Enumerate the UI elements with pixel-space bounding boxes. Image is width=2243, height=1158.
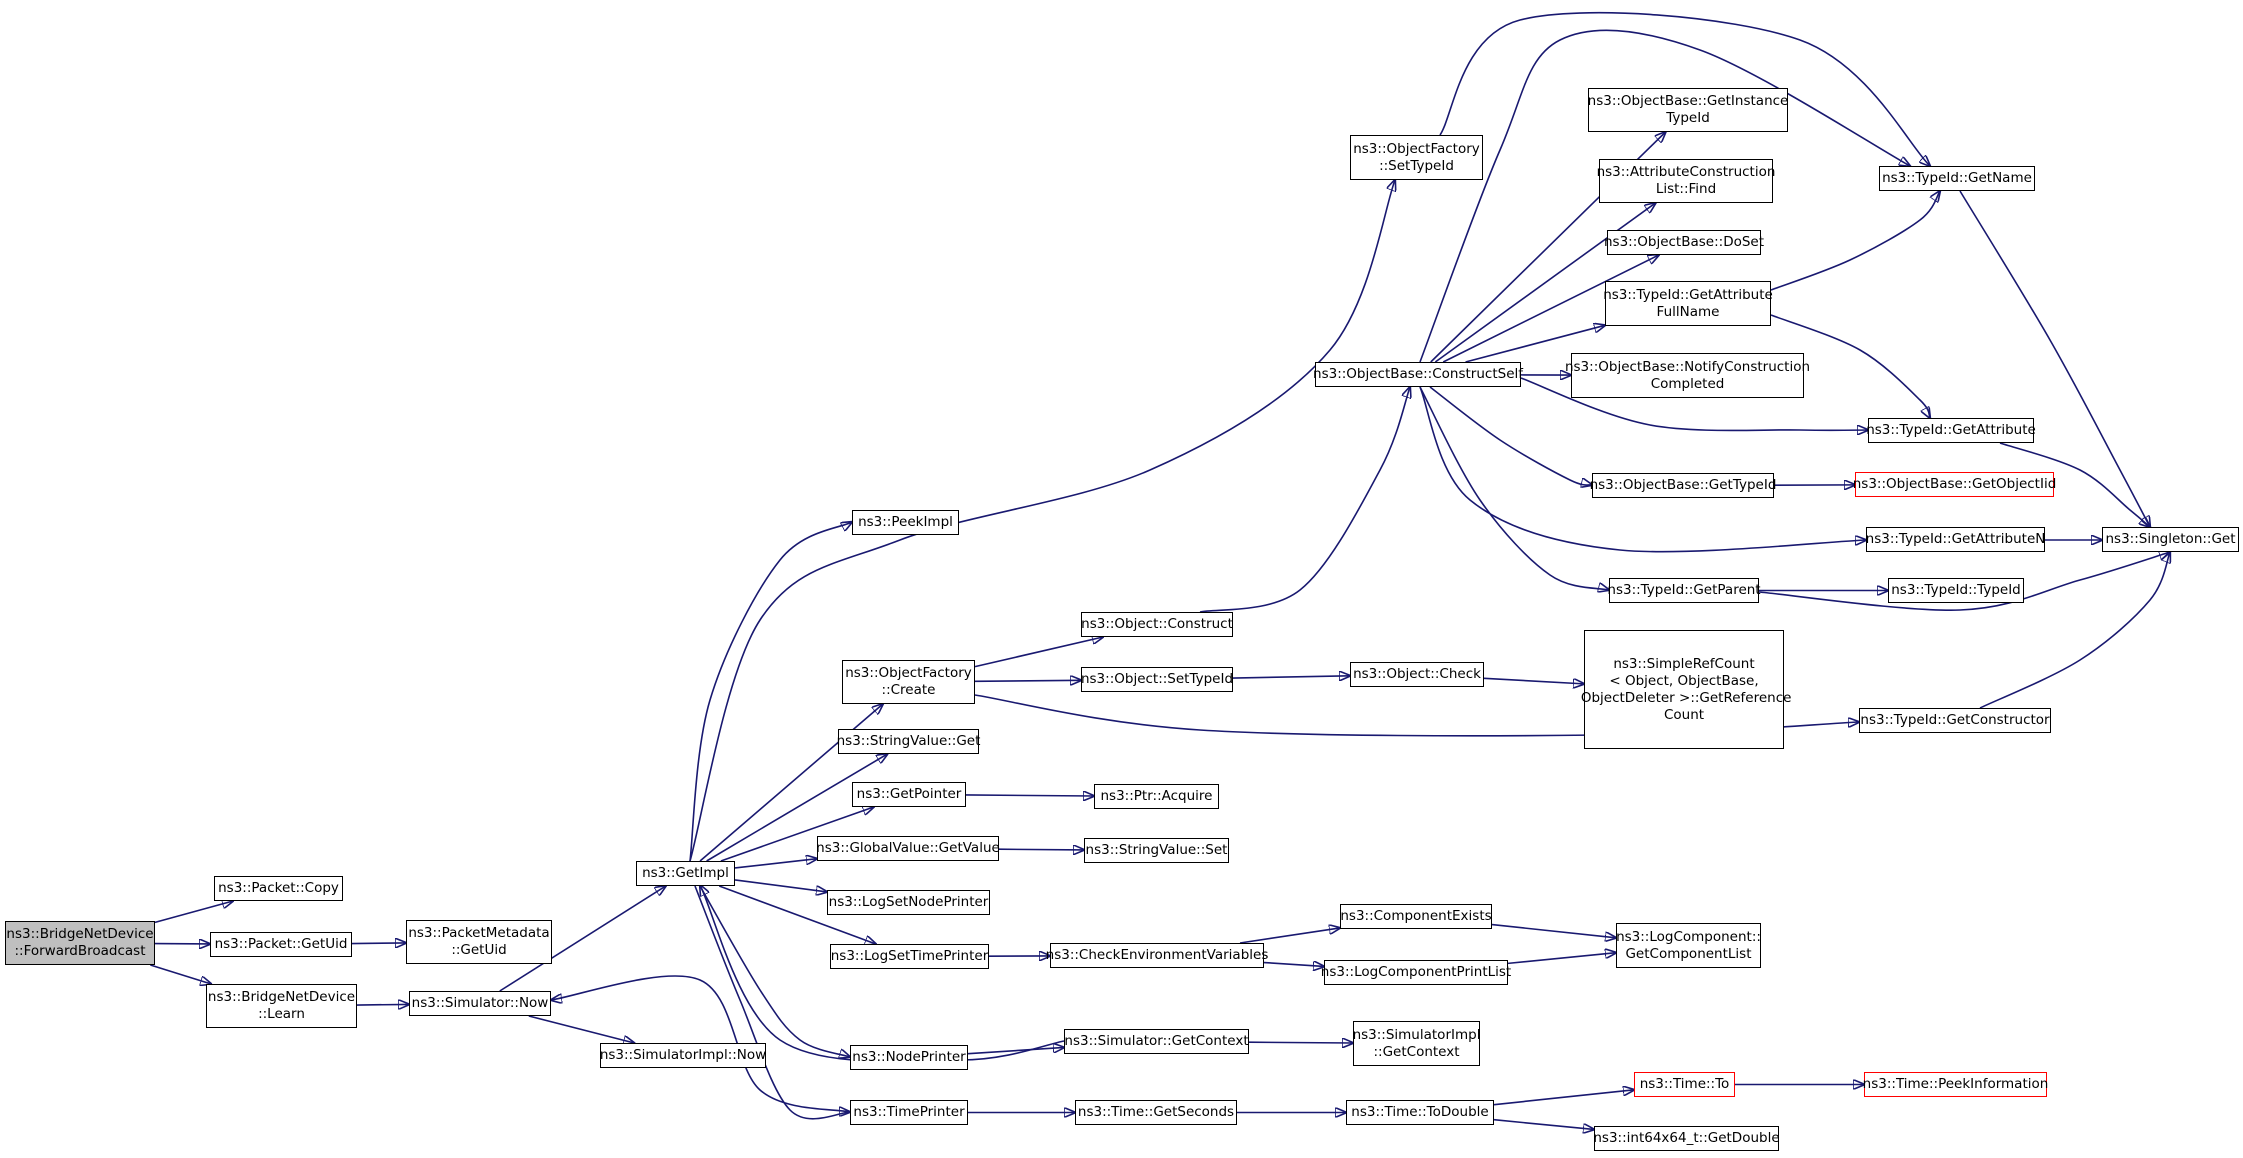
node-objsettypeid[interactable]: ns3::Object::SetTypeId — [1081, 667, 1233, 692]
node-nodeprinter[interactable]: ns3::NodePrinter — [850, 1045, 968, 1070]
edge-objcheck-to-simplerefcount — [1483, 677, 1584, 684]
node-obnotify[interactable]: ns3::ObjectBase::NotifyConstruction Comp… — [1565, 353, 1810, 398]
node-peekimpl[interactable]: ns3::PeekImpl — [852, 510, 959, 535]
node-obconstructself[interactable]: ns3::ObjectBase::ConstructSelf — [1313, 362, 1523, 387]
node-obgetinst[interactable]: ns3::ObjectBase::GetInstance TypeId — [1588, 88, 1788, 132]
edge-getimpl-to-logsetnode — [734, 879, 827, 892]
node-simplerefcount[interactable]: ns3::SimpleRefCount < Object, ObjectBase… — [1581, 630, 1791, 749]
edge-objconstruct-to-obconstructself — [1199, 387, 1410, 613]
edge-logcompprint-to-logcompget — [1507, 953, 1616, 965]
node-tidgetattrfull[interactable]: ns3::TypeId::GetAttribute FullName — [1603, 281, 1773, 326]
edge-getimpl-to-getptr — [720, 807, 874, 862]
edge-ofsettypeid-to-tidgetname — [1439, 11, 1930, 166]
edge-ofcreate-to-objconstruct — [974, 637, 1103, 668]
node-getptr[interactable]: ns3::GetPointer — [852, 782, 966, 807]
node-timepeekinfo[interactable]: ns3::Time::PeekInformation — [1863, 1072, 2048, 1097]
node-root[interactable]: ns3::BridgeNetDevice ::ForwardBroadcast — [5, 921, 155, 965]
node-obgettypeid[interactable]: ns3::ObjectBase::GetTypeId — [1590, 473, 1776, 498]
node-bnlearn[interactable]: ns3::BridgeNetDevice ::Learn — [206, 984, 357, 1028]
node-ptracquire[interactable]: ns3::Ptr::Acquire — [1094, 784, 1219, 809]
edge-tidgetattr-to-singletonget — [1999, 442, 2150, 527]
node-singletonget[interactable]: ns3::Singleton::Get — [2102, 527, 2239, 552]
node-logsettime[interactable]: ns3::LogSetTimePrinter — [830, 944, 989, 969]
node-pgetuid[interactable]: ns3::Packet::GetUid — [210, 932, 352, 957]
edge-obconstructself-to-obdoset — [1442, 255, 1659, 363]
node-obdoset[interactable]: ns3::ObjectBase::DoSet — [1604, 230, 1764, 255]
edge-checkenv-to-compexists — [1239, 928, 1340, 944]
edge-obconstructself-to-tidgetattrfull — [1465, 325, 1605, 363]
node-timeto[interactable]: ns3::Time::To — [1634, 1072, 1735, 1097]
node-tidgetattrn[interactable]: ns3::TypeId::GetAttributeN — [1866, 527, 2045, 552]
edge-gvgetvalue-to-svset — [998, 849, 1084, 850]
node-timetodouble[interactable]: ns3::Time::ToDouble — [1346, 1100, 1494, 1125]
edge-obconstructself-to-tidgetattrn — [1419, 386, 1866, 553]
edge-simgetctx-to-simimplgetctx — [1248, 1042, 1353, 1043]
node-timeprinter[interactable]: ns3::TimePrinter — [850, 1100, 968, 1125]
edge-simnow-to-simimplnow — [528, 1015, 634, 1043]
node-logsetnode[interactable]: ns3::LogSetNodePrinter — [827, 890, 990, 915]
node-timegetsec[interactable]: ns3::Time::GetSeconds — [1075, 1100, 1237, 1125]
edge-getimpl-to-gvgetvalue — [734, 859, 817, 869]
node-pmgetuid[interactable]: ns3::PacketMetadata ::GetUid — [406, 920, 552, 964]
edge-getimpl-to-logsettime — [718, 885, 876, 944]
node-simnow[interactable]: ns3::Simulator::Now — [409, 991, 551, 1016]
node-ofcreate[interactable]: ns3::ObjectFactory ::Create — [842, 660, 975, 704]
edge-timeprinter-to-simnow — [551, 975, 851, 1113]
node-tidgetctor[interactable]: ns3::TypeId::GetConstructor — [1859, 708, 2051, 733]
node-simimplnow[interactable]: ns3::SimulatorImpl::Now — [600, 1043, 766, 1068]
edge-pgetuid-to-pmgetuid — [351, 943, 406, 944]
node-getimpl[interactable]: ns3::GetImpl — [636, 861, 735, 886]
edge-timetodouble-to-timeto — [1493, 1090, 1634, 1106]
node-ofsettypeid[interactable]: ns3::ObjectFactory ::SetTypeId — [1350, 135, 1483, 180]
edge-simgetctx-to-getimpl — [700, 885, 1065, 1063]
node-tidgetname[interactable]: ns3::TypeId::GetName — [1879, 166, 2035, 191]
node-gvgetvalue[interactable]: ns3::GlobalValue::GetValue — [816, 836, 1000, 861]
edge-getptr-to-ptracquire — [965, 795, 1094, 796]
edge-obconstructself-to-attrconstfind — [1434, 203, 1655, 363]
edge-ofcreate-to-objsettypeid — [974, 680, 1081, 681]
edge-simnow-to-getimpl — [499, 886, 666, 992]
edge-obconstructself-to-tidgetattr — [1520, 377, 1868, 430]
node-svget[interactable]: ns3::StringValue::Get — [837, 729, 980, 754]
node-pcopy[interactable]: ns3::Packet::Copy — [214, 876, 343, 901]
node-int64getdouble[interactable]: ns3::int64x64_t::GetDouble — [1593, 1126, 1780, 1151]
node-obgetobjtid[interactable]: ns3::ObjectBase::GetObjectIid — [1853, 472, 2056, 497]
edge-getimpl-to-nodeprinter — [699, 885, 850, 1057]
node-attrconstfind[interactable]: ns3::AttributeConstruction List::Find — [1597, 159, 1775, 203]
node-svset[interactable]: ns3::StringValue::Set — [1084, 838, 1229, 863]
node-tidgetparent[interactable]: ns3::TypeId::GetParent — [1607, 578, 1761, 603]
edge-tidgetname-to-singletonget — [1959, 190, 2150, 527]
edge-checkenv-to-logcompprint — [1263, 963, 1324, 967]
node-compexists[interactable]: ns3::ComponentExists — [1340, 904, 1492, 929]
node-tidgetattr[interactable]: ns3::TypeId::GetAttribute — [1866, 418, 2036, 443]
node-tidtypeid[interactable]: ns3::TypeId::TypeId — [1888, 578, 2024, 603]
edge-tidgetctor-to-singletonget — [1979, 552, 2170, 709]
edge-tidgetattrfull-to-tidgetname — [1770, 191, 1940, 291]
edge-obconstructself-to-tidgetparent — [1419, 386, 1609, 590]
edge-tidgetparent-to-singletonget — [1758, 552, 2170, 611]
edge-getimpl-to-svget — [706, 754, 888, 862]
edge-timetodouble-to-int64getdouble — [1493, 1118, 1594, 1130]
edge-bnlearn-to-simnow — [356, 1004, 409, 1005]
node-simgetctx[interactable]: ns3::Simulator::GetContext — [1064, 1029, 1249, 1054]
edge-getimpl-to-ofsettypeid — [689, 180, 1395, 862]
node-checkenv[interactable]: ns3::CheckEnvironmentVariables — [1046, 943, 1268, 968]
edge-obconstructself-to-obgettypeid — [1429, 386, 1592, 485]
edge-getimpl-to-peekimpl — [689, 522, 852, 862]
edge-objsettypeid-to-objcheck — [1232, 676, 1350, 678]
edge-root-to-bnlearn — [150, 964, 211, 984]
node-objconstruct[interactable]: ns3::Object::Construct — [1081, 612, 1233, 637]
edge-root-to-pcopy — [154, 901, 233, 924]
node-logcompget[interactable]: ns3::LogComponent:: GetComponentList — [1616, 923, 1761, 968]
node-simimplgetctx[interactable]: ns3::SimulatorImpl ::GetContext — [1353, 1021, 1480, 1066]
node-objcheck[interactable]: ns3::Object::Check — [1350, 662, 1484, 687]
edge-tidgetattrfull-to-tidgetattr — [1770, 314, 1930, 418]
node-logcompprint[interactable]: ns3::LogComponentPrintList — [1321, 960, 1511, 985]
edge-compexists-to-logcompget — [1491, 923, 1616, 938]
edge-getimpl-to-timeprinter — [694, 885, 850, 1120]
edge-nodeprinter-to-simgetctx — [967, 1047, 1064, 1055]
